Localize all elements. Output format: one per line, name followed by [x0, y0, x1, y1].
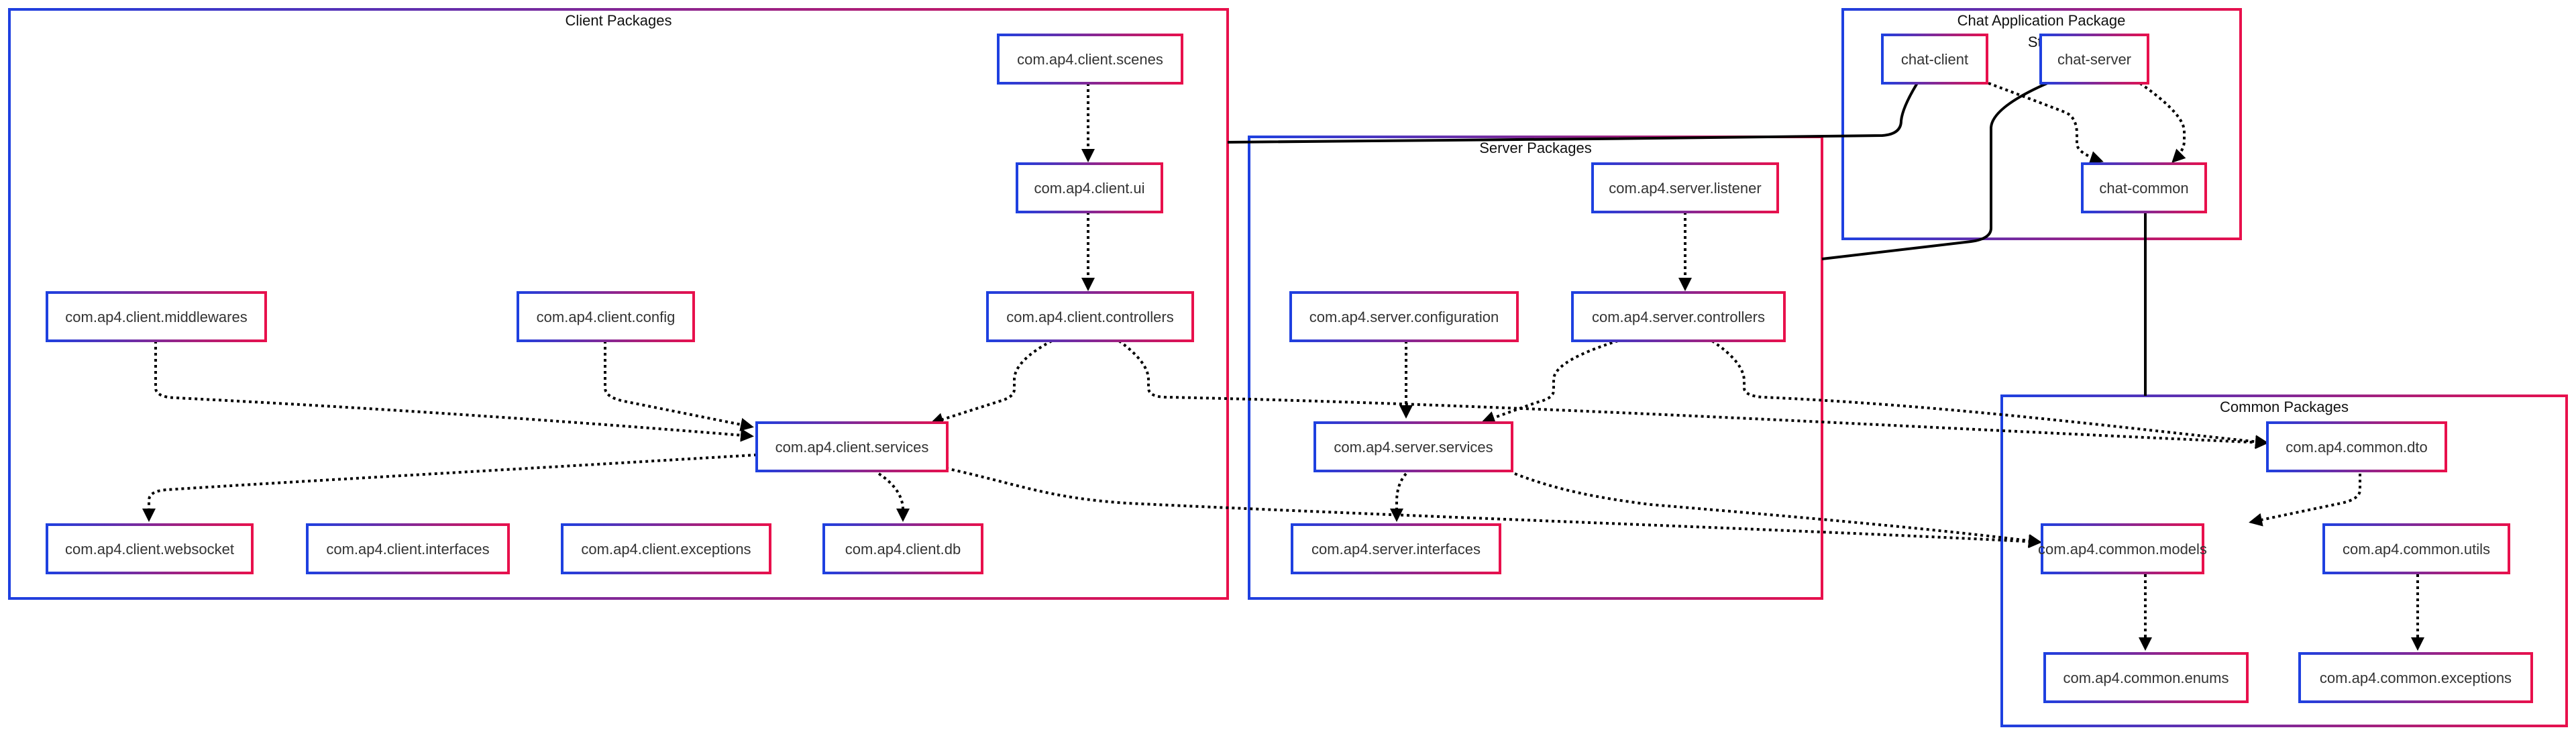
edge-chat-client-to-chat-common: [1988, 82, 2104, 164]
edge-server-controllers-to-common-dto: [1711, 339, 2269, 449]
nodes: com.ap4.client.scenes com.ap4.client.ui …: [46, 34, 2533, 703]
edge-config-to-services: [604, 341, 754, 431]
node-client-controllers-label: com.ap4.client.controllers: [1006, 309, 1173, 325]
node-client-websocket[interactable]: com.ap4.client.websocket: [46, 523, 254, 574]
group-app-title: Chat Application Package: [1957, 12, 2126, 29]
edge-services-to-db: [877, 472, 910, 522]
group-client-title: Client Packages: [566, 12, 672, 29]
edge-services-to-websocket: [142, 454, 757, 522]
group-chat-application-package: Chat Application Package Stru: [1841, 8, 2242, 240]
node-common-models-label: com.ap4.common.models: [2038, 541, 2207, 558]
edges: [142, 82, 2424, 651]
edge-chat-client-to-client-packages: [1227, 82, 1919, 144]
node-chat-client[interactable]: chat-client: [1881, 34, 1988, 85]
node-common-utils-label: com.ap4.common.utils: [2343, 541, 2490, 558]
edge-chat-server-to-chat-common: [2139, 82, 2186, 163]
node-client-ui[interactable]: com.ap4.client.ui: [1016, 162, 1163, 213]
edge-server-services-to-interfaces: [1390, 472, 1407, 522]
node-client-config-label: com.ap4.client.config: [537, 309, 676, 325]
edge-server-services-to-common-models: [1514, 472, 2042, 547]
node-client-scenes[interactable]: com.ap4.client.scenes: [997, 34, 1183, 85]
node-client-scenes-label: com.ap4.client.scenes: [1017, 51, 1163, 68]
node-client-services-label: com.ap4.client.services: [775, 439, 929, 456]
node-client-middlewares-label: com.ap4.client.middlewares: [65, 309, 247, 325]
edge-controllers-to-services: [930, 339, 1053, 426]
node-client-exceptions-label: com.ap4.client.exceptions: [581, 541, 751, 558]
node-server-listener[interactable]: com.ap4.server.listener: [1591, 162, 1779, 213]
edge-controllers-to-common-dto: [1118, 339, 2269, 450]
node-chat-common[interactable]: chat-common: [2081, 162, 2207, 213]
node-server-configuration[interactable]: com.ap4.server.configuration: [1289, 291, 1519, 342]
node-common-exceptions-label: com.ap4.common.exceptions: [2320, 670, 2512, 686]
edge-server-controllers-to-services: [1481, 339, 1619, 425]
node-client-interfaces[interactable]: com.ap4.client.interfaces: [306, 523, 510, 574]
node-chat-common-label: chat-common: [2099, 180, 2188, 197]
node-client-config[interactable]: com.ap4.client.config: [517, 291, 695, 342]
node-common-dto-label: com.ap4.common.dto: [2286, 439, 2428, 456]
node-client-websocket-label: com.ap4.client.websocket: [65, 541, 234, 558]
node-client-services[interactable]: com.ap4.client.services: [755, 421, 949, 472]
node-server-controllers-label: com.ap4.server.controllers: [1592, 309, 1765, 325]
node-client-controllers[interactable]: com.ap4.client.controllers: [986, 291, 1194, 342]
group-common-packages: Common Packages: [2000, 394, 2568, 727]
edge-client-services-to-common-models: [945, 467, 2042, 549]
node-client-db[interactable]: com.ap4.client.db: [822, 523, 983, 574]
node-common-models[interactable]: com.ap4.common.models: [2038, 523, 2207, 574]
node-common-enums-label: com.ap4.common.enums: [2063, 670, 2229, 686]
node-server-listener-label: com.ap4.server.listener: [1609, 180, 1761, 197]
node-chat-client-label: chat-client: [1901, 51, 1968, 68]
edge-dto-to-models: [2249, 474, 2361, 527]
edge-chat-server-to-server-packages: [1821, 82, 2048, 260]
node-common-dto[interactable]: com.ap4.common.dto: [2266, 421, 2447, 472]
node-client-ui-label: com.ap4.client.ui: [1034, 180, 1144, 197]
group-server-packages: Server Packages: [1248, 136, 1823, 600]
node-server-controllers[interactable]: com.ap4.server.controllers: [1571, 291, 1786, 342]
node-common-utils[interactable]: com.ap4.common.utils: [2322, 523, 2510, 574]
node-chat-server[interactable]: chat-server: [2039, 34, 2149, 85]
node-chat-server-label: chat-server: [2057, 51, 2131, 68]
node-client-db-label: com.ap4.client.db: [845, 541, 961, 558]
node-server-services-label: com.ap4.server.services: [1334, 439, 1493, 456]
node-common-exceptions[interactable]: com.ap4.common.exceptions: [2298, 652, 2533, 703]
group-common-title: Common Packages: [2220, 399, 2349, 415]
group-server-title: Server Packages: [1479, 140, 1592, 156]
node-server-configuration-label: com.ap4.server.configuration: [1309, 309, 1499, 325]
node-client-middlewares[interactable]: com.ap4.client.middlewares: [46, 291, 267, 342]
node-server-interfaces-label: com.ap4.server.interfaces: [1311, 541, 1481, 558]
node-client-interfaces-label: com.ap4.client.interfaces: [326, 541, 489, 558]
node-server-interfaces[interactable]: com.ap4.server.interfaces: [1291, 523, 1501, 574]
node-client-exceptions[interactable]: com.ap4.client.exceptions: [561, 523, 771, 574]
group-client-packages: Client Packages: [8, 8, 1229, 600]
node-common-enums[interactable]: com.ap4.common.enums: [2043, 652, 2249, 703]
edge-middlewares-to-services: [154, 341, 754, 442]
node-server-services[interactable]: com.ap4.server.services: [1313, 421, 1513, 472]
